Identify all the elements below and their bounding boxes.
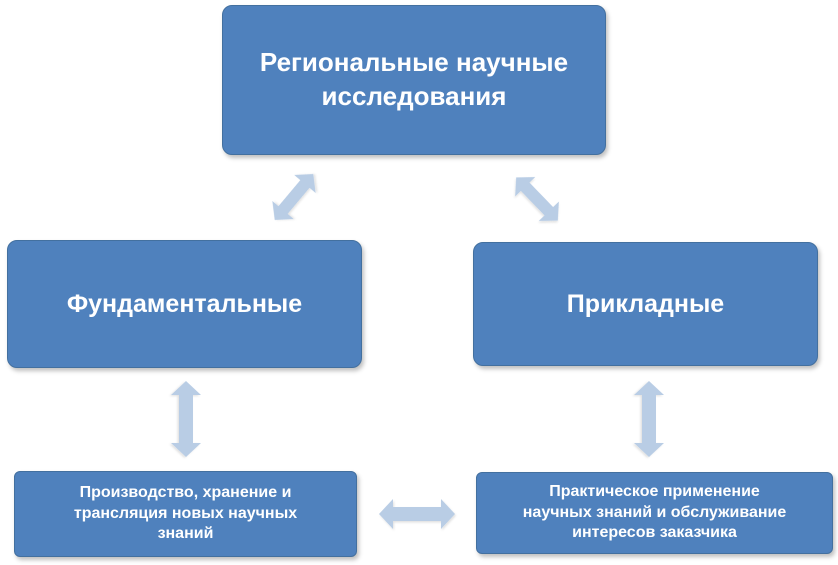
double-arrow-top-left [272, 174, 316, 220]
node-fundamental-label: Фундаментальные [66, 289, 303, 318]
node-regional-research: Региональные научные исследования [222, 5, 606, 155]
node-applied-label: Прикладные [566, 289, 725, 318]
double-arrow-left-vertical [171, 381, 201, 457]
node-fundamental: Фундаментальные [7, 240, 362, 368]
node-knowledge-production-label: Производство, хранение и трансляция новы… [73, 483, 298, 543]
node-practical-application-label: Практическое применение научных знаний и… [522, 482, 787, 542]
double-arrow-right-vertical [634, 381, 664, 457]
node-regional-research-label: Региональные научные исследования [259, 47, 569, 111]
double-arrow-bottom-horizontal [379, 499, 455, 529]
node-knowledge-production: Производство, хранение и трансляция новы… [14, 471, 357, 557]
node-practical-application: Практическое применение научных знаний и… [476, 472, 833, 554]
node-applied: Прикладные [473, 242, 818, 366]
double-arrow-top-right [515, 177, 559, 221]
